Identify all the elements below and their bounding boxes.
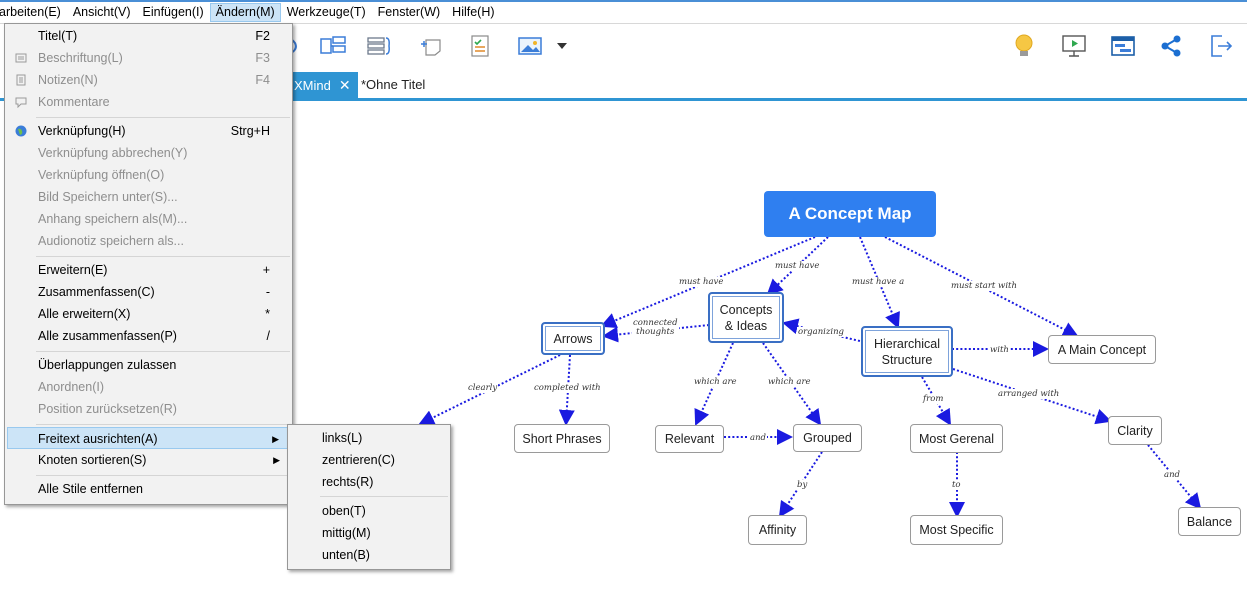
menu-aendern[interactable]: Ändern(M) [209,3,281,22]
dropdown-arrow-icon[interactable] [550,33,574,59]
menu-ansicht[interactable]: Ansicht(V) [72,5,131,19]
node-arrows[interactable]: Arrows [541,322,605,355]
submenu-item-zentrieren[interactable]: zentrieren(C) [322,453,395,467]
link-label: which are [693,377,738,387]
label-icon [15,53,27,63]
menu-item-position-zuruecksetzen[interactable]: Position zurücksetzen(R) [38,402,177,416]
notes-icon [16,74,26,86]
node-clarity[interactable]: Clarity [1108,416,1162,445]
gantt-icon[interactable] [1109,33,1137,59]
link-label: which are [767,377,812,387]
menu-hilfe[interactable]: Hilfe(H) [452,5,495,19]
note-add-icon[interactable] [418,33,446,59]
link-label: and [1163,470,1181,480]
menu-bar: arbeiten(E) Ansicht(V) Einfügen(I) Änder… [0,2,1247,24]
menu-item-knoten-sortieren[interactable]: Knoten sortieren(S)▶ [7,449,290,471]
export-icon[interactable] [1207,33,1235,59]
menu-item-notizen[interactable]: Notizen(N)F4 [7,69,290,91]
menu-item-beschriftung[interactable]: Beschriftung(L)F3 [7,47,290,69]
boundary-icon[interactable] [320,33,348,59]
menu-separator [36,424,290,425]
link-label: and [749,433,767,443]
link-label: completed with [533,383,602,393]
globe-icon [15,125,27,137]
menu-fenster[interactable]: Fenster(W) [377,5,441,19]
node-affinity[interactable]: Affinity [748,515,807,545]
menu-separator [36,351,290,352]
link-label: to [951,480,962,490]
node-balance[interactable]: Balance [1178,507,1241,536]
menu-item-freitext-ausrichten[interactable]: Freitext ausrichten(A)▶ [7,427,290,449]
menu-item-erweitern[interactable]: Erweitern(E)+ [38,263,270,277]
menu-item-zusammenfassen[interactable]: Zusammenfassen(C)- [38,285,270,299]
summary-icon[interactable] [366,33,394,59]
link-label: arranged with [997,389,1061,399]
menu-item-verknuepfung[interactable]: Verknüpfung(H)Strg+H [7,120,290,142]
submenu-arrow-icon: ▶ [272,434,279,444]
node-hierarchical-structure[interactable]: Hierarchical Structure [861,326,953,377]
root-topic[interactable]: A Concept Map [764,191,936,237]
link-label: organizing [797,327,845,337]
menu-item-anhang-speichern[interactable]: Anhang speichern als(M)... [38,212,188,226]
link-label: from [922,394,945,404]
link-label: clearly [467,383,499,393]
link-label: must have a [851,277,906,287]
menu-bearbeiten[interactable]: arbeiten(E) [0,5,61,19]
submenu-arrow-icon: ▶ [273,455,280,465]
menu-item-verknuepfung-abbrechen[interactable]: Verknüpfung abbrechen(Y) [38,146,188,160]
menu-item-alle-zusammenfassen[interactable]: Alle zusammenfassen(P)/ [38,329,270,343]
idea-bulb-icon[interactable] [1010,33,1038,59]
task-icon[interactable] [466,33,494,59]
submenu-item-unten[interactable]: unten(B) [322,548,370,562]
tab-ohne-titel[interactable]: *Ohne Titel [361,77,426,92]
node-most-general[interactable]: Most Gerenal [910,424,1003,453]
tab-underline [0,98,1247,101]
menu-item-anordnen[interactable]: Anordnen(I) [38,380,105,394]
node-concepts-ideas[interactable]: Concepts & Ideas [708,292,784,343]
node-most-specific[interactable]: Most Specific [910,515,1003,545]
menu-separator [320,496,448,497]
image-icon[interactable] [516,33,544,59]
menu-item-alle-stile-entfernen[interactable]: Alle Stile entfernen [38,482,143,496]
link-label: must have [774,261,821,271]
node-short-phrases[interactable]: Short Phrases [514,424,610,453]
presentation-icon[interactable] [1060,33,1088,59]
menu-item-verknuepfung-oeffnen[interactable]: Verknüpfung öffnen(O) [38,168,165,182]
window-title-strip [0,0,1247,2]
submenu-item-oben[interactable]: oben(T) [322,504,366,518]
link-label: must start with [950,281,1018,291]
link-label: with [989,345,1010,355]
align-submenu: links(L) zentrieren(C) rechts(R) oben(T)… [287,424,451,570]
menu-item-alle-erweitern[interactable]: Alle erweitern(X)* [38,307,270,321]
submenu-item-links[interactable]: links(L) [322,431,363,445]
menu-item-titel[interactable]: Titel(T)F2 [38,29,270,43]
menu-separator [36,475,290,476]
aendern-menu: Titel(T)F2 Beschriftung(L)F3 Notizen(N)F… [4,23,293,505]
link-label: must have [678,277,725,287]
submenu-item-rechts[interactable]: rechts(R) [322,475,374,489]
menu-werkzeuge[interactable]: Werkzeuge(T) [286,5,366,19]
node-main-concept[interactable]: A Main Concept [1048,335,1156,364]
menu-separator [36,117,290,118]
link-label: by [796,480,809,490]
submenu-item-mittig[interactable]: mittig(M) [322,526,371,540]
tab-xmind-label: XMind [294,77,331,93]
comment-icon [15,97,27,108]
tab-close-icon[interactable]: ✕ [338,76,351,93]
node-grouped[interactable]: Grouped [793,424,862,452]
menu-item-ueberlappungen[interactable]: Überlappungen zulassen [38,358,177,372]
tab-xmind[interactable]: XMind ✕ [286,72,358,98]
menu-item-kommentare[interactable]: Kommentare [7,91,290,113]
menu-einfuegen[interactable]: Einfügen(I) [142,5,204,19]
share-icon[interactable] [1157,33,1185,59]
menu-separator [36,256,290,257]
menu-item-bild-speichern[interactable]: Bild Speichern unter(S)... [38,190,178,204]
link-label: connected thoughts [632,318,679,337]
menu-item-audionotiz-speichern[interactable]: Audionotiz speichern als... [38,234,184,248]
node-relevant[interactable]: Relevant [655,425,724,453]
